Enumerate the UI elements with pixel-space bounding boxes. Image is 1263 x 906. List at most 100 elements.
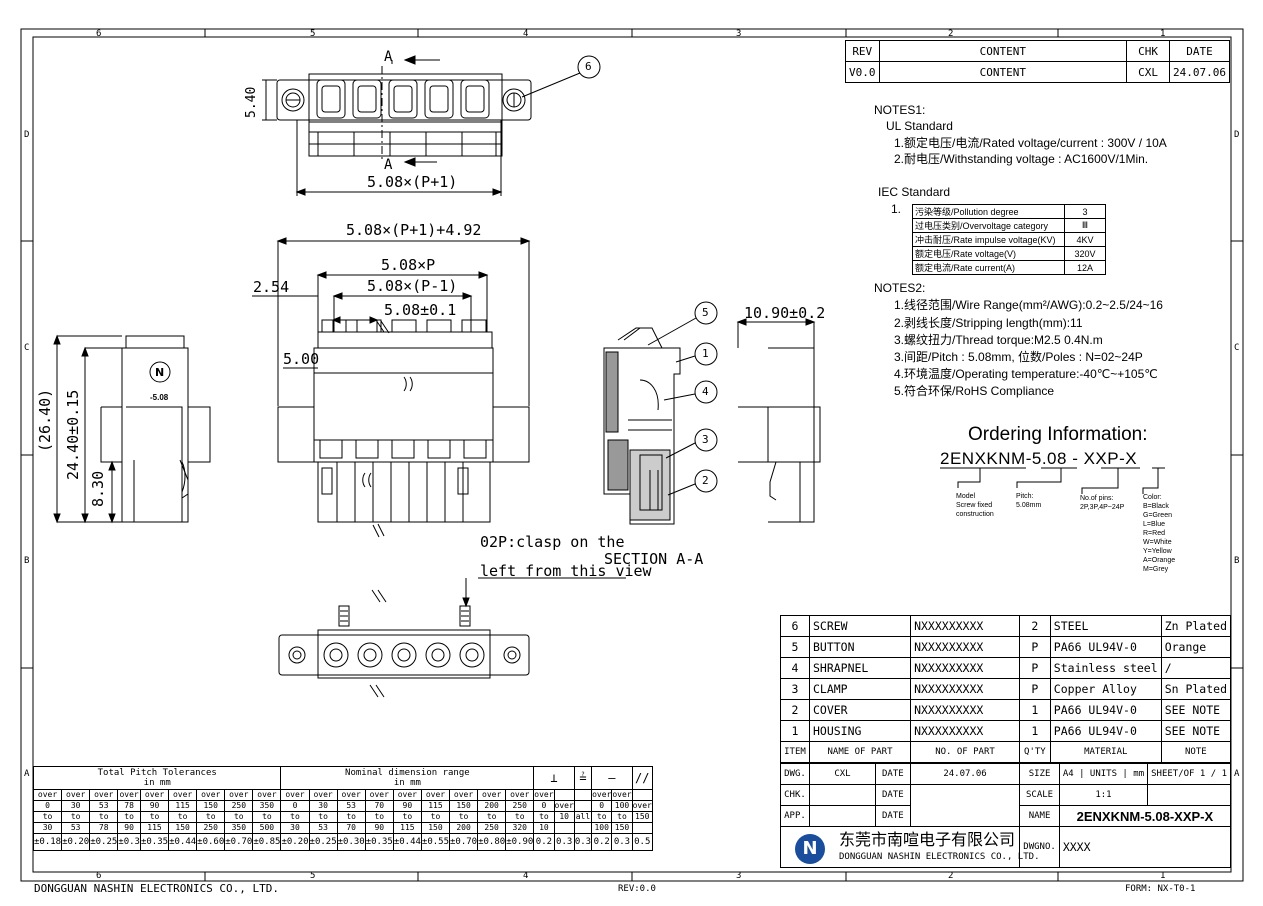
- dim-1090: 10.90±0.2: [744, 304, 826, 322]
- zone-bot-1: 1: [1160, 871, 1166, 881]
- callout-4: 4: [702, 385, 709, 398]
- tolerance-cell: 250: [477, 822, 507, 834]
- zone-top-3: 3: [736, 29, 742, 39]
- tolerance-cell: over: [117, 789, 141, 801]
- tolerance-cell: 0.3: [573, 833, 593, 851]
- callout-3: 3: [702, 433, 709, 446]
- tolerance-cell: 115: [420, 800, 451, 812]
- footer-form: FORM: NX-T0-1: [1125, 884, 1196, 894]
- tolerance-cell: [573, 822, 593, 834]
- tolerance-cell: to: [364, 811, 394, 823]
- code-color: X: [1125, 449, 1138, 468]
- zone-left-c: C: [24, 343, 30, 353]
- ordering-code: 2ENXKNM-5.08 - XXP-X: [940, 450, 1137, 467]
- tolerance-cell: to: [420, 811, 451, 823]
- tolerance-cell: to: [308, 811, 338, 823]
- tolerance-cell: ±0.44: [168, 833, 198, 851]
- tolerance-cell: [553, 822, 575, 834]
- tolerance-cell: over: [224, 789, 254, 801]
- notes1-title: NOTES1:: [874, 103, 926, 117]
- tolerance-cell: over: [505, 789, 535, 801]
- notes2-item-2: 2.剥线长度/Stripping length(mm):11: [894, 316, 1083, 330]
- tolerance-cell: ±0.60: [196, 833, 226, 851]
- tolerance-row: ±0.18±0.20±0.25±0.3±0.35±0.44±0.60±0.70±…: [32, 833, 653, 851]
- tol-title-1-sub: in mm: [143, 778, 171, 788]
- tolerance-cell: over: [308, 789, 338, 801]
- tolerance-cell: ±0.30: [336, 833, 366, 851]
- footer-rev: REV:0.0: [618, 884, 656, 894]
- dim-540: 5.40: [244, 86, 259, 118]
- tolerance-cell: over: [89, 789, 119, 801]
- tolerance-cell: 90: [139, 800, 170, 812]
- units-value: mm: [1133, 769, 1145, 779]
- company-name-en: DONGGUAN NASHIN ELECTRONICS CO., LTD.: [839, 852, 1040, 862]
- notes2-item-1: 1.线径范围/Wire Range(mm²/AWG):0.2~2.5/24~16: [894, 298, 1163, 312]
- ordering-pitch-label: Pitch: 5.08mm: [1016, 493, 1042, 509]
- tolerance-cell: to: [611, 811, 633, 823]
- zone-right-a: A: [1234, 769, 1240, 779]
- tolerance-cell: 53: [61, 822, 91, 834]
- tolerance-cell: ±0.55: [420, 833, 451, 851]
- tolerance-cell: 90: [117, 822, 141, 834]
- tolerance-cell: 0: [280, 800, 310, 812]
- dim-section-a-top: A: [384, 49, 393, 65]
- zone-bot-6: 6: [96, 871, 102, 881]
- zone-bot-5: 5: [310, 871, 316, 881]
- tolerance-cell: to: [533, 811, 555, 823]
- tolerance-cell: over: [392, 789, 422, 801]
- rev-cell-content: CONTENT: [878, 61, 1128, 83]
- tolerance-cell: 0: [32, 800, 63, 812]
- notes1-ul-title: UL Standard: [886, 119, 953, 133]
- zone-left-a: A: [24, 769, 30, 779]
- tolerance-cell: over: [477, 789, 507, 801]
- code-dash-2: -: [1072, 449, 1079, 468]
- tolerance-cell: ±0.80: [477, 833, 507, 851]
- side-view-left: N: [53, 334, 211, 524]
- tolerance-cell: ±0.25: [89, 833, 119, 851]
- tolerance-cell: over: [553, 800, 575, 812]
- tolerance-cell: 115: [139, 822, 170, 834]
- rev-cell-rev: V0.0: [845, 61, 880, 83]
- tolerance-cell: ±0.70: [224, 833, 254, 851]
- tolerance-cell: over: [32, 789, 63, 801]
- tolerance-cell: 53: [308, 822, 338, 834]
- zone-top-6: 6: [96, 29, 102, 39]
- tolerance-cell: 30: [308, 800, 338, 812]
- code-dash-3: -: [1119, 449, 1126, 468]
- dim-508p1: 5.08×(P+1): [367, 173, 458, 191]
- section-title: SECTION A-A: [604, 550, 704, 568]
- tolerance-cell: 0: [591, 800, 613, 812]
- footer-company: DONGGUAN NASHIN ELECTRONICS CO., LTD.: [34, 882, 280, 895]
- tolerance-cell: 115: [392, 822, 422, 834]
- zone-right-b: B: [1234, 556, 1240, 566]
- ordering-color-label: Color: B=Black G=Green L=Blue R=Red W=Wh…: [1143, 494, 1176, 573]
- notes2-title: NOTES2:: [874, 281, 926, 295]
- tolerance-cell: 0.5: [631, 833, 653, 851]
- tolerance-cell: 150: [168, 822, 198, 834]
- tolerance-cell: over: [420, 789, 451, 801]
- sheet-label: SHEET/OF: [1151, 769, 1195, 779]
- tolerance-cell: 0.2: [533, 833, 555, 851]
- tolerance-cell: over: [533, 789, 555, 801]
- dim-2440: 24.40±0.15: [64, 389, 82, 480]
- rev-header-rev: REV: [845, 40, 880, 62]
- title-block: DWG. CXL DATE 24.07.06 SIZE A4 | UNITS |…: [779, 763, 1232, 868]
- zone-top-4: 4: [523, 29, 529, 39]
- tolerance-cell: all: [573, 811, 593, 823]
- revision-table: REV CONTENT CHK DATE V0.0 CONTENT CXL 24…: [845, 40, 1230, 83]
- tolerance-cell: over: [252, 789, 282, 801]
- clasp-note-2: left from this view: [480, 562, 652, 580]
- tolerance-cell: 250: [505, 800, 535, 812]
- rev-header-content: CONTENT: [878, 40, 1128, 62]
- ordering-pins-label: No.of pins: 2P,3P,4P~24P: [1080, 495, 1125, 511]
- tolerance-cell: ±0.35: [139, 833, 170, 851]
- tolerance-cell: 115: [168, 800, 198, 812]
- tolerance-cell: 0.3: [553, 833, 575, 851]
